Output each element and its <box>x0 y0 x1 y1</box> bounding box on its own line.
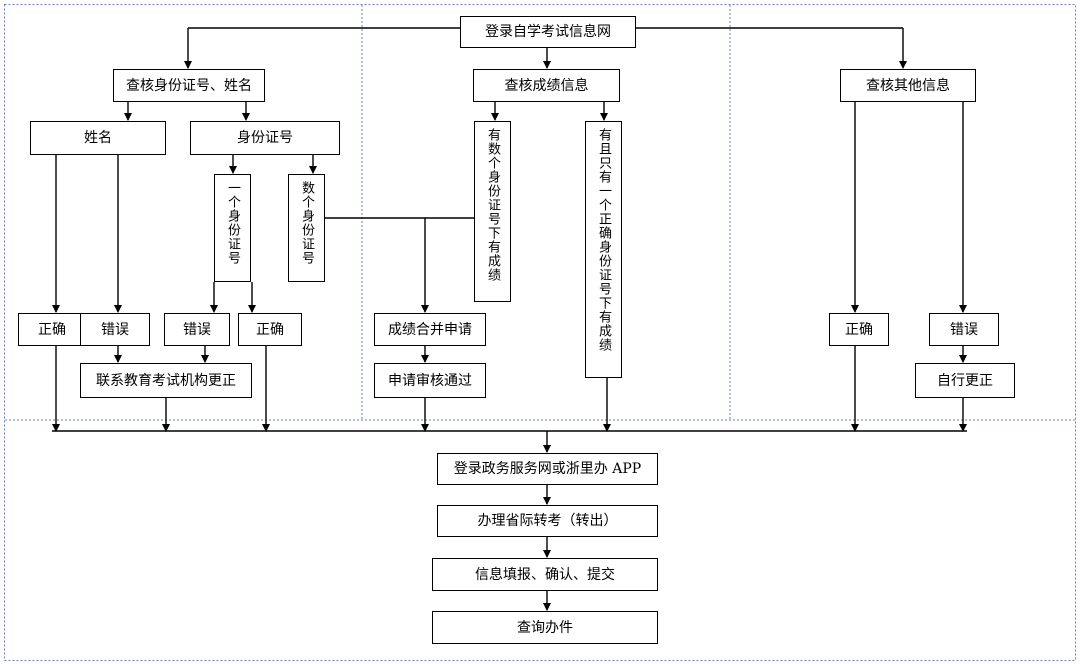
login-gov-box: 登录政务服务网或浙里办 APP <box>437 453 658 485</box>
other-wrong-box: 错误 <box>929 313 999 346</box>
login-gov-label: 登录政务服务网或浙里办 APP <box>453 461 642 477</box>
id-correct-label: 正确 <box>256 321 284 338</box>
check-other-label: 查核其他信息 <box>866 77 950 94</box>
one-id-box: 一个身份证号 <box>214 174 251 282</box>
query-label: 查询办件 <box>517 619 573 636</box>
id-correct-box: 正确 <box>238 313 302 346</box>
name-label: 姓名 <box>84 130 112 146</box>
self-correct-box: 自行更正 <box>915 363 1015 398</box>
name-box: 姓名 <box>30 121 166 155</box>
one-id-label: 一个身份证号 <box>225 181 240 265</box>
merge-scores-box: 成绩合并申请 <box>374 313 486 346</box>
name-correct-box: 正确 <box>18 313 86 346</box>
check-score-label: 查核成绩信息 <box>504 77 589 94</box>
multi-id-label: 数个身份证号 <box>299 181 314 265</box>
fill-submit-box: 信息填报、确认、提交 <box>432 558 658 591</box>
multi-id-box: 数个身份证号 <box>288 174 325 282</box>
start-login-label: 登录自学考试信息网 <box>485 24 611 40</box>
check-other-box: 查核其他信息 <box>840 69 976 102</box>
single-id-score-label: 有且只有一个正确身份证号下有成绩 <box>596 128 611 352</box>
fill-submit-label: 信息填报、确认、提交 <box>475 566 615 583</box>
id-number-box: 身份证号 <box>190 121 340 155</box>
other-correct-label: 正确 <box>845 321 873 338</box>
contact-exam-org-box: 联系教育考试机构更正 <box>80 363 252 398</box>
name-correct-label: 正确 <box>38 321 66 338</box>
other-wrong-label: 错误 <box>950 321 978 338</box>
section-frame <box>4 4 1076 661</box>
self-correct-label: 自行更正 <box>937 372 993 389</box>
merge-scores-label: 成绩合并申请 <box>388 321 472 338</box>
name-wrong-label: 错误 <box>101 321 129 338</box>
check-id-name-label: 查核身份证号、姓名 <box>126 77 252 94</box>
check-id-name-box: 查核身份证号、姓名 <box>113 69 265 102</box>
id-wrong-box: 错误 <box>164 313 230 346</box>
multi-id-scores-label: 有数个身份证号下有成绩 <box>485 128 500 282</box>
apply-approved-box: 申请审核通过 <box>374 363 486 398</box>
name-wrong-box: 错误 <box>80 313 150 346</box>
transfer-box: 办理省际转考（转出） <box>437 505 658 537</box>
check-score-box: 查核成绩信息 <box>473 69 620 102</box>
start-login-box: 登录自学考试信息网 <box>460 16 636 48</box>
transfer-label: 办理省际转考（转出） <box>477 513 618 529</box>
other-correct-box: 正确 <box>829 313 889 346</box>
id-number-label: 身份证号 <box>237 130 293 146</box>
id-wrong-label: 错误 <box>183 321 211 338</box>
contact-exam-org-label: 联系教育考试机构更正 <box>96 372 236 389</box>
multi-id-scores-box: 有数个身份证号下有成绩 <box>474 121 511 302</box>
query-box: 查询办件 <box>432 611 658 644</box>
apply-approved-label: 申请审核通过 <box>388 372 472 389</box>
single-id-score-box: 有且只有一个正确身份证号下有成绩 <box>585 121 622 378</box>
